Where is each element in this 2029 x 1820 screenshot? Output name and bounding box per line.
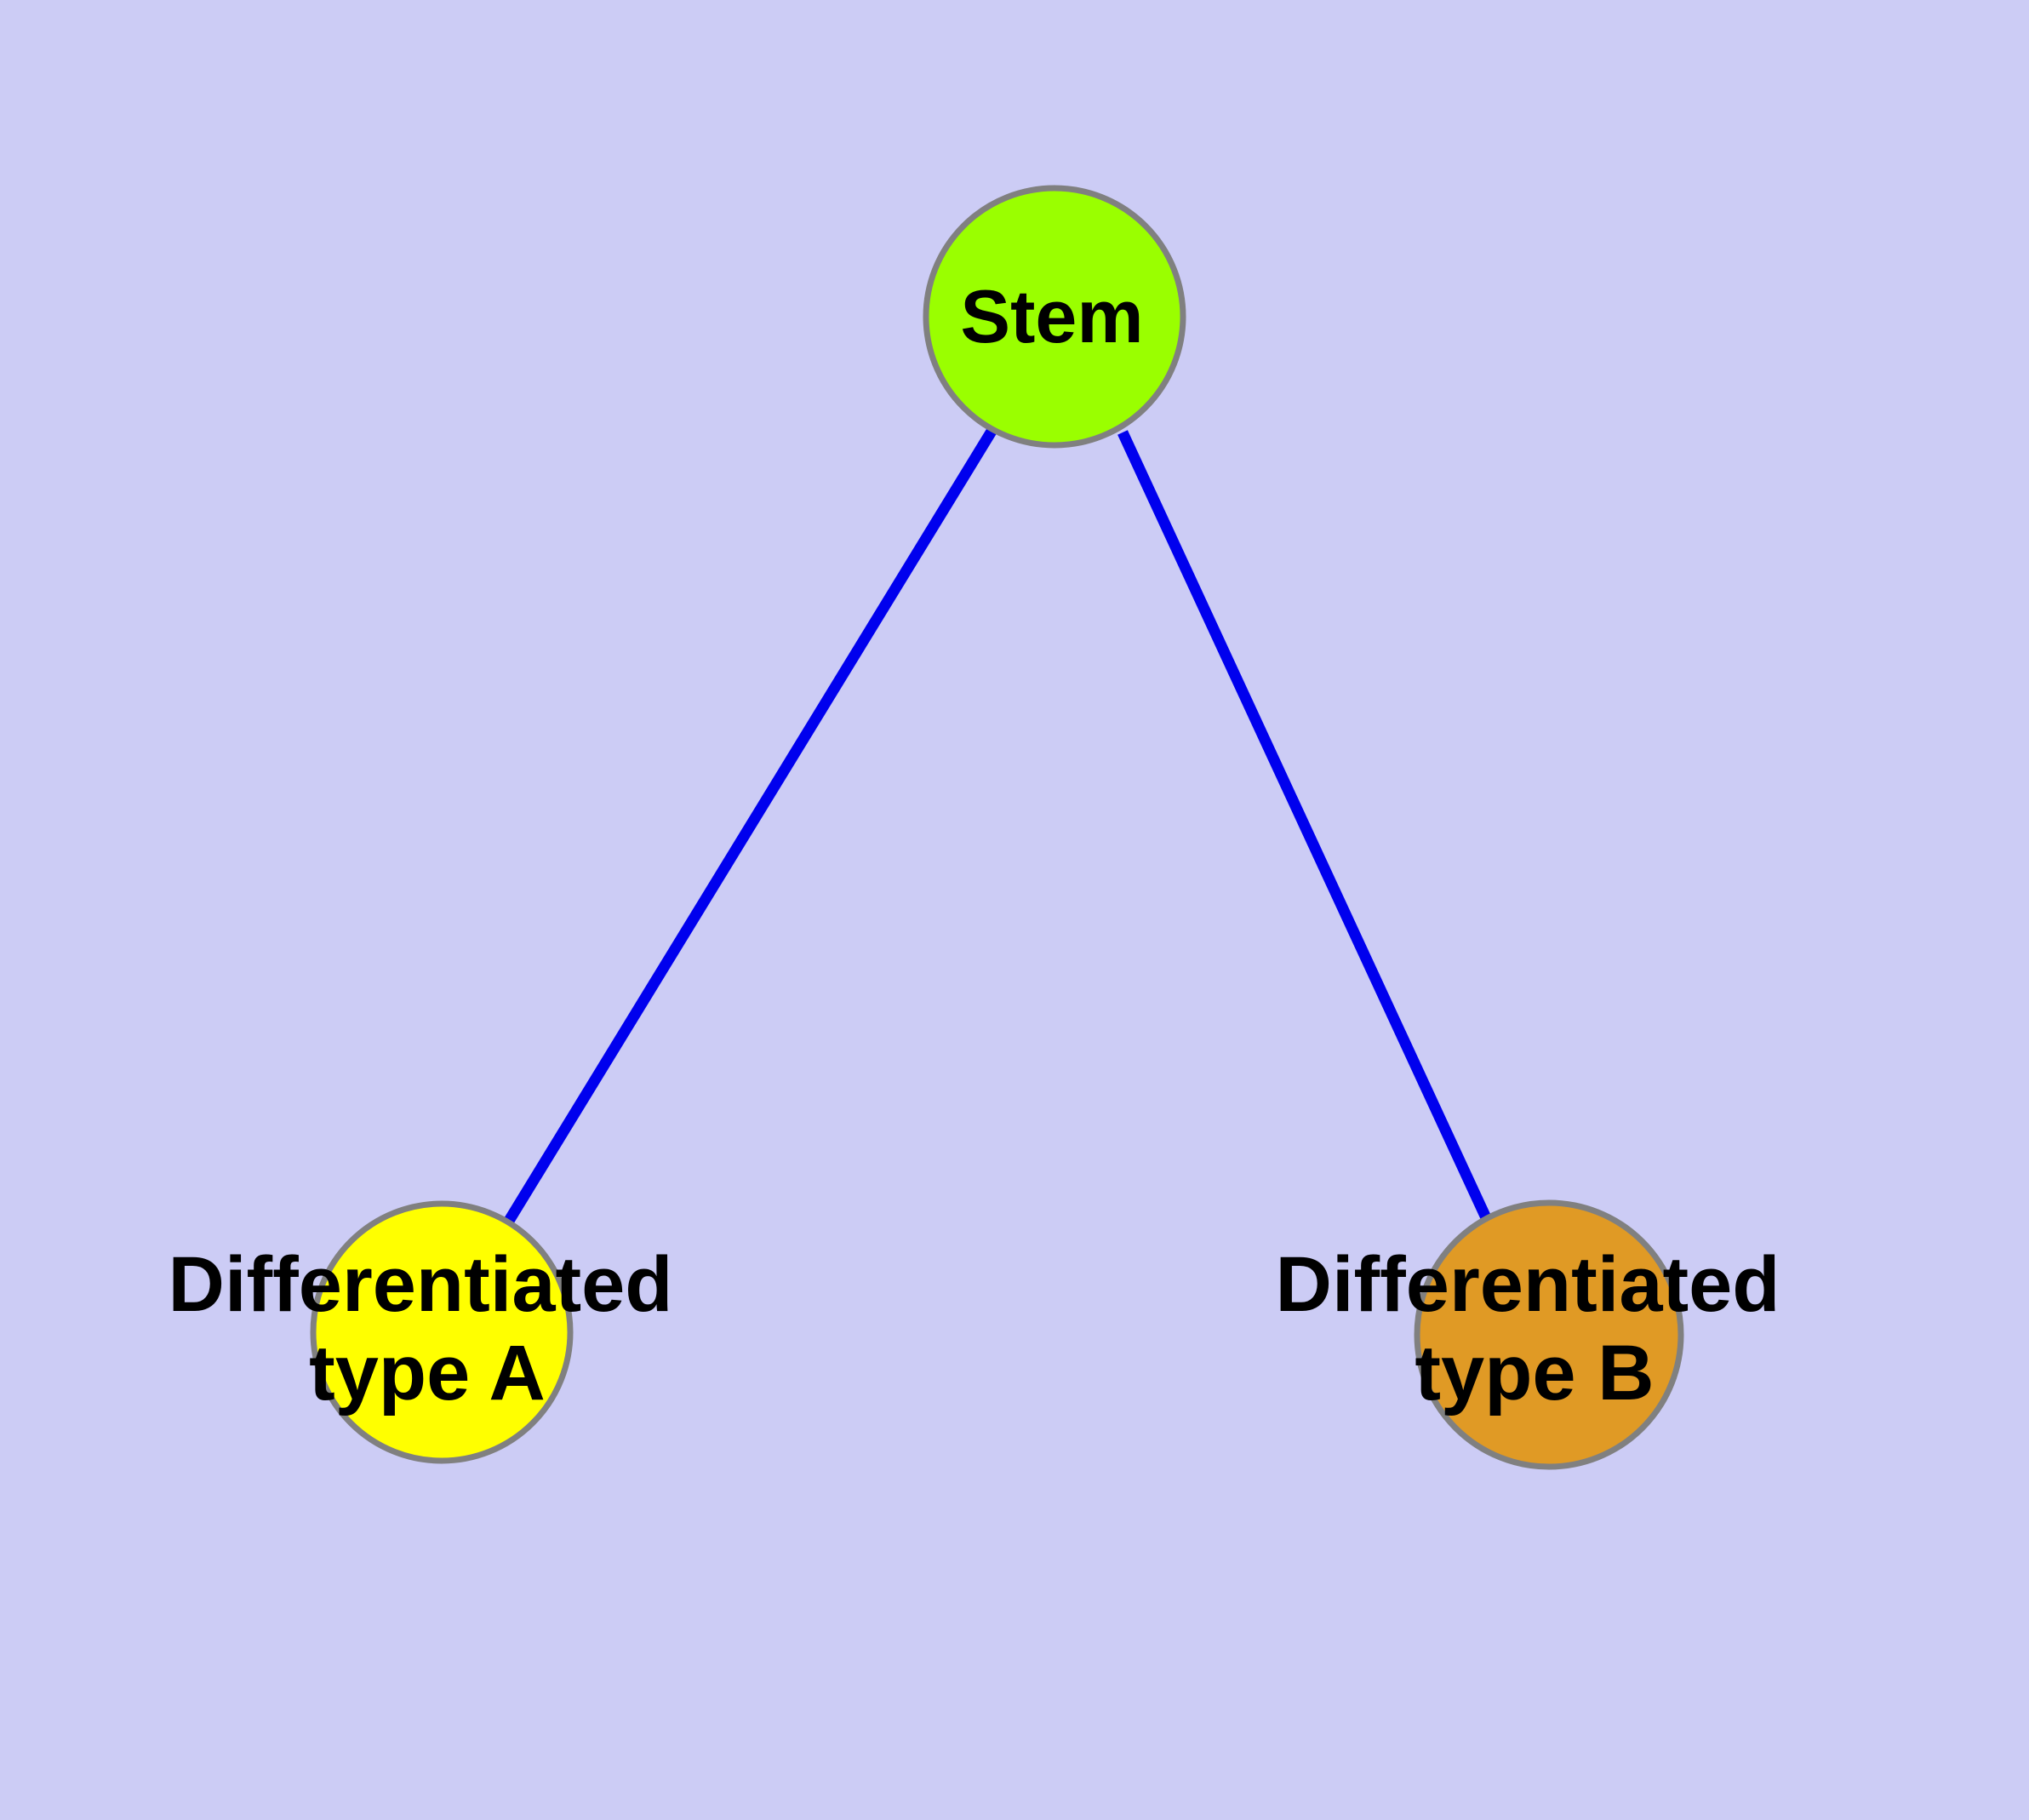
edge-stem-to-differentiated-type-a xyxy=(504,426,997,1224)
labels-layer: Stem Differentiated type A Differentiate… xyxy=(169,274,1780,1417)
node-label-differentiated-type-b-line2: type B xyxy=(1415,1330,1654,1417)
node-label-stem: Stem xyxy=(960,274,1143,358)
edges-layer xyxy=(504,426,1494,1226)
node-differentiated-type-a[interactable] xyxy=(310,1200,574,1464)
node-label-differentiated-type-a-line2: type A xyxy=(309,1330,546,1417)
nodes-layer xyxy=(310,185,1684,1470)
edge-stem-to-differentiated-type-b xyxy=(1117,430,1494,1226)
node-differentiated-type-b[interactable] xyxy=(1414,1199,1684,1470)
node-label-differentiated-type-a-line1: Differentiated xyxy=(169,1241,673,1328)
node-stem[interactable] xyxy=(923,185,1186,449)
node-label-differentiated-type-b-line1: Differentiated xyxy=(1276,1241,1780,1328)
